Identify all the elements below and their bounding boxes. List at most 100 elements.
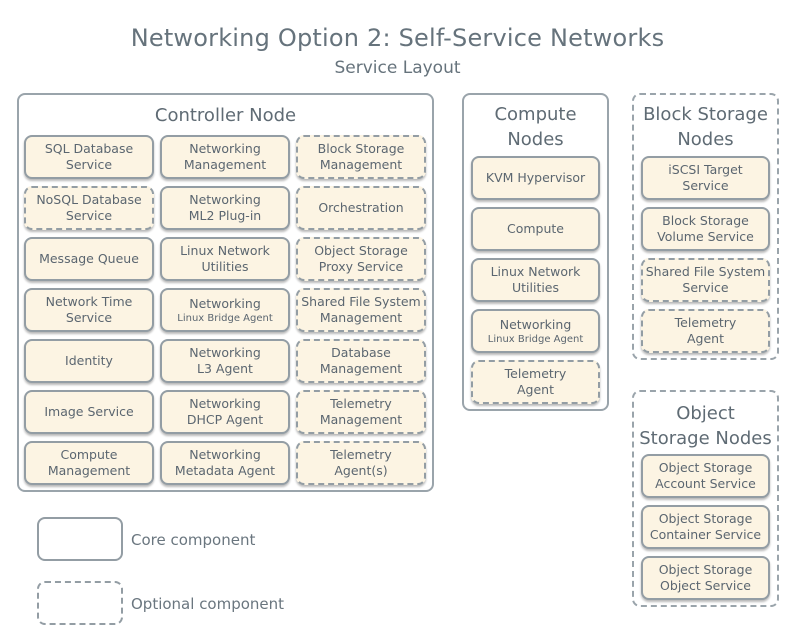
component-label-line2: Service: [682, 280, 729, 295]
compute-nodes-title-line2: Nodes: [507, 129, 564, 150]
legend-optional-swatch: [37, 581, 123, 625]
component-label-line1: NoSQL Database: [36, 192, 142, 207]
compute-nodes-group: Compute Nodes: [462, 93, 609, 411]
component-label-line2: Management: [47, 463, 131, 478]
component-label-line1: Networking: [189, 192, 261, 207]
component-label-line1: Object Storage: [658, 562, 753, 577]
component-label-line2: Account Service: [655, 476, 756, 491]
component-label-line2: Management: [319, 157, 403, 172]
component-label-line2: Management: [319, 361, 403, 376]
component-label-line1: Message Queue: [39, 251, 139, 266]
object-storage-nodes-title-line2: Storage Nodes: [639, 428, 772, 449]
block-storage-nodes-title-line2: Nodes: [677, 129, 734, 150]
component-label-line1: Shared File System: [645, 264, 766, 279]
controller-col1-component-box: Identity: [24, 339, 154, 383]
component-label-line2: Container Service: [649, 527, 762, 542]
compute-nodes-title: Compute Nodes: [464, 102, 607, 152]
component-label-line1: Identity: [65, 353, 113, 368]
compute-component-box: KVM Hypervisor: [471, 156, 600, 200]
component-label-line2: Agent: [687, 331, 724, 346]
component-label-line1: SQL Database: [44, 141, 134, 156]
diagram-subtitle: Service Layout: [334, 58, 461, 78]
component-label-line1: Block Storage: [662, 213, 749, 228]
component-label-line2: L3 Agent: [197, 361, 253, 376]
component-label-line1: Networking: [189, 396, 261, 411]
legend-core-swatch: [37, 517, 123, 561]
component-label-line2: Proxy Service: [318, 259, 404, 274]
legend-core-label: Core component: [131, 531, 256, 549]
component-label-line2: ML2 Plug-in: [188, 208, 262, 223]
component-label-line1: Image Service: [44, 404, 134, 419]
component-label-line2: Volume Service: [657, 229, 754, 244]
component-label-line2: Agent(s): [334, 463, 388, 478]
component-label-line2: Object Service: [660, 578, 751, 593]
block-storage-nodes-title: Block Storage Nodes: [634, 102, 777, 152]
component-label-line1: Linux Network: [490, 264, 581, 279]
compute-component-box: Compute: [471, 207, 600, 251]
controller-col1-component-box: Message Queue: [24, 237, 154, 281]
component-label-line1: Compute: [506, 221, 564, 236]
component-label-line2: Utilities: [201, 259, 249, 274]
component-label-line1: Object Storage: [658, 511, 753, 526]
component-label-line1: Telemetry: [504, 366, 567, 381]
component-label-line1: Networking: [189, 345, 261, 360]
component-label-line1: Telemetry: [674, 315, 737, 330]
component-label-line2: Service: [65, 310, 113, 325]
controller-col3-component-box: Orchestration: [296, 186, 426, 230]
component-label-line1: Block Storage: [317, 141, 405, 156]
diagram-title: Networking Option 2: Self-Service Networ…: [130, 24, 665, 52]
component-label-line1: Linux Network: [180, 243, 270, 258]
object-storage-nodes-title-line1: Object: [676, 403, 735, 424]
component-label-line1: Telemetry: [330, 396, 392, 411]
component-label-line1: Database: [331, 345, 391, 360]
compute-nodes-title-line1: Compute: [494, 104, 577, 125]
component-label-line2: Agent: [517, 382, 554, 397]
controller-col1-component-box: Image Service: [24, 390, 154, 434]
component-label-line1: Networking: [189, 141, 261, 156]
component-label-line1: Networking: [189, 295, 261, 311]
component-label-line1: Object Storage: [314, 243, 408, 258]
component-label-line2: Metadata Agent: [174, 463, 276, 478]
component-label-line2: Service: [65, 208, 113, 223]
legend-optional-label: Optional component: [131, 595, 285, 613]
component-label-line2: Service: [65, 157, 113, 172]
component-label-line1: Orchestration: [318, 200, 404, 215]
component-label-line1: Shared File System: [301, 294, 421, 309]
object-storage-nodes-title: Object Storage Nodes: [634, 401, 777, 451]
component-label-line1: Networking: [499, 316, 572, 332]
component-label-line1: Compute: [60, 447, 118, 462]
component-label-line2: Utilities: [511, 280, 560, 295]
controller-node-title: Controller Node: [154, 105, 297, 126]
component-label-line1: Object Storage: [658, 460, 753, 475]
block-storage-nodes-title-line1: Block Storage: [643, 104, 768, 125]
component-label-line2: Management: [319, 310, 403, 325]
component-label-line2: Linux Bridge Agent: [487, 333, 584, 345]
component-label-line1: Telemetry: [330, 447, 392, 462]
